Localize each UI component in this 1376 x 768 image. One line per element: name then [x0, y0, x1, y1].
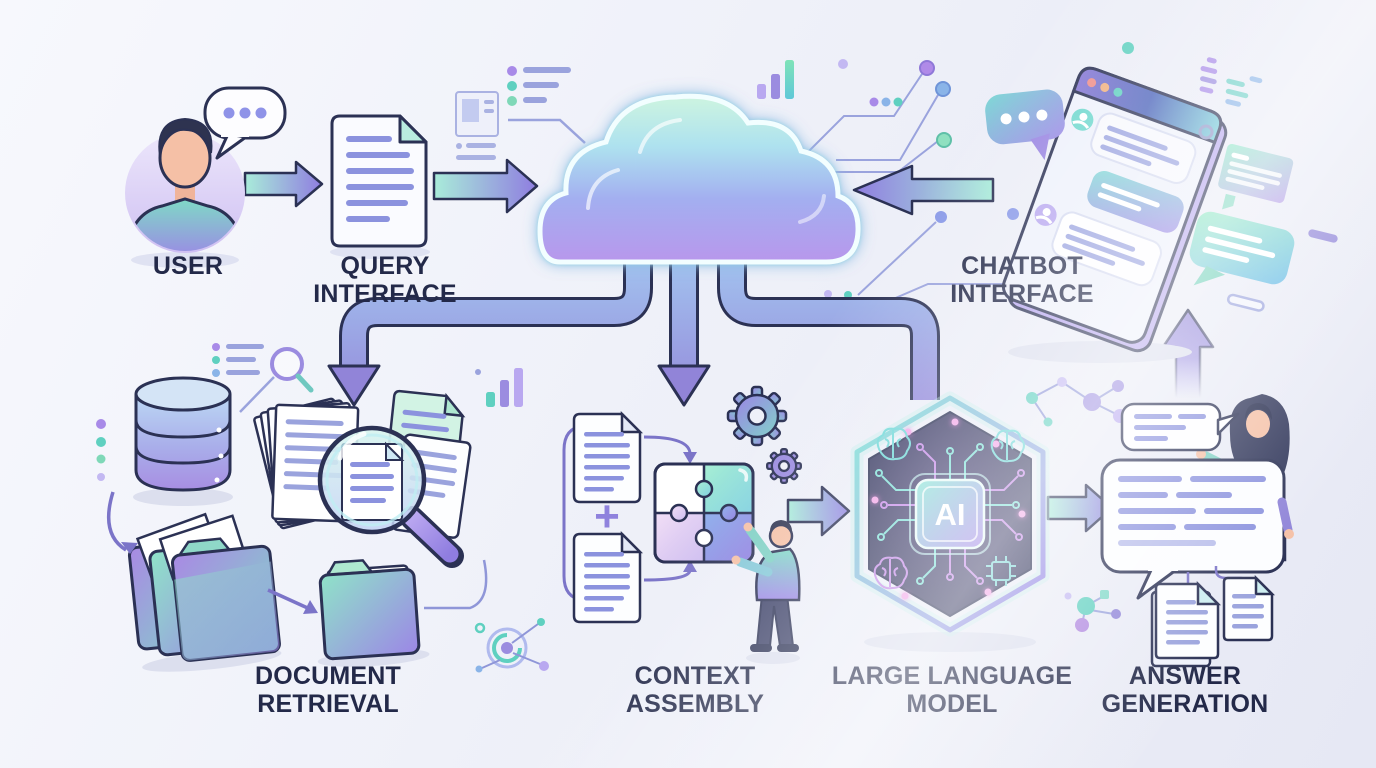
label-chatbot-interface: CHATBOT INTERFACE	[950, 252, 1094, 308]
context-doc-1	[572, 410, 644, 504]
target-icon	[474, 618, 549, 673]
folder-icon	[317, 559, 430, 667]
dots-column	[96, 419, 106, 481]
list-icon-small	[212, 343, 264, 377]
woman-arm	[1277, 497, 1293, 535]
label-context-assembly: CONTEXT ASSEMBLY	[625, 662, 765, 718]
gear-icon	[726, 385, 788, 447]
mini-bars-decor	[475, 368, 523, 407]
label-large-language-model: LARGE LANGUAGE MODEL	[831, 662, 1073, 718]
molecule-icon	[1026, 377, 1127, 427]
label-answer-generation: ANSWER GENERATION	[1101, 662, 1269, 718]
query-document-icon	[330, 114, 430, 259]
label-document-retrieval: DOCUMENT RETRIEVAL	[254, 662, 402, 718]
label-query-interface: QUERY INTERFACE	[313, 252, 457, 308]
dash-decor	[1308, 229, 1338, 243]
dash-list-decor	[1199, 57, 1263, 107]
molecule-small-icon	[1064, 590, 1121, 632]
bar-chart-icon	[757, 60, 794, 99]
chat-bubble-green-icon	[1189, 211, 1295, 286]
card-lines-icon	[455, 91, 499, 160]
list-icon	[507, 66, 586, 144]
answer-bubble-large	[1100, 458, 1294, 600]
answer-bubble-small	[1120, 402, 1240, 452]
folder-stack-icon	[127, 512, 282, 672]
context-assembly-cluster: +	[562, 385, 802, 664]
pill-decor	[1227, 293, 1265, 312]
chatbot-window-icon	[985, 57, 1338, 363]
database-icon	[133, 376, 233, 506]
arrow-chatbot-to-cloud	[852, 164, 995, 216]
answer-doc-2	[1222, 574, 1276, 642]
mini-card-icon	[1218, 143, 1294, 210]
arrow-context-to-llm	[786, 485, 851, 537]
arrow-user-to-query	[243, 160, 324, 208]
pipe-arrowhead-middle	[657, 364, 711, 407]
pipe-arrowhead-left	[327, 364, 381, 407]
circuit-icon	[801, 59, 952, 173]
llm-hexagon: AI	[850, 391, 1050, 652]
ai-chip-icon: AI	[909, 473, 991, 555]
ai-chip-label: AI	[935, 497, 966, 532]
document-retrieval-cluster	[106, 343, 488, 672]
answer-doc-1	[1150, 580, 1222, 668]
puzzle-icon	[653, 462, 755, 564]
gear-small-icon	[766, 448, 802, 484]
label-user: USER	[152, 252, 224, 280]
arrow-query-to-cloud	[432, 158, 539, 214]
context-doc-2	[572, 530, 644, 624]
answer-generation-cluster	[1100, 394, 1294, 668]
cloud-icon	[537, 93, 861, 265]
